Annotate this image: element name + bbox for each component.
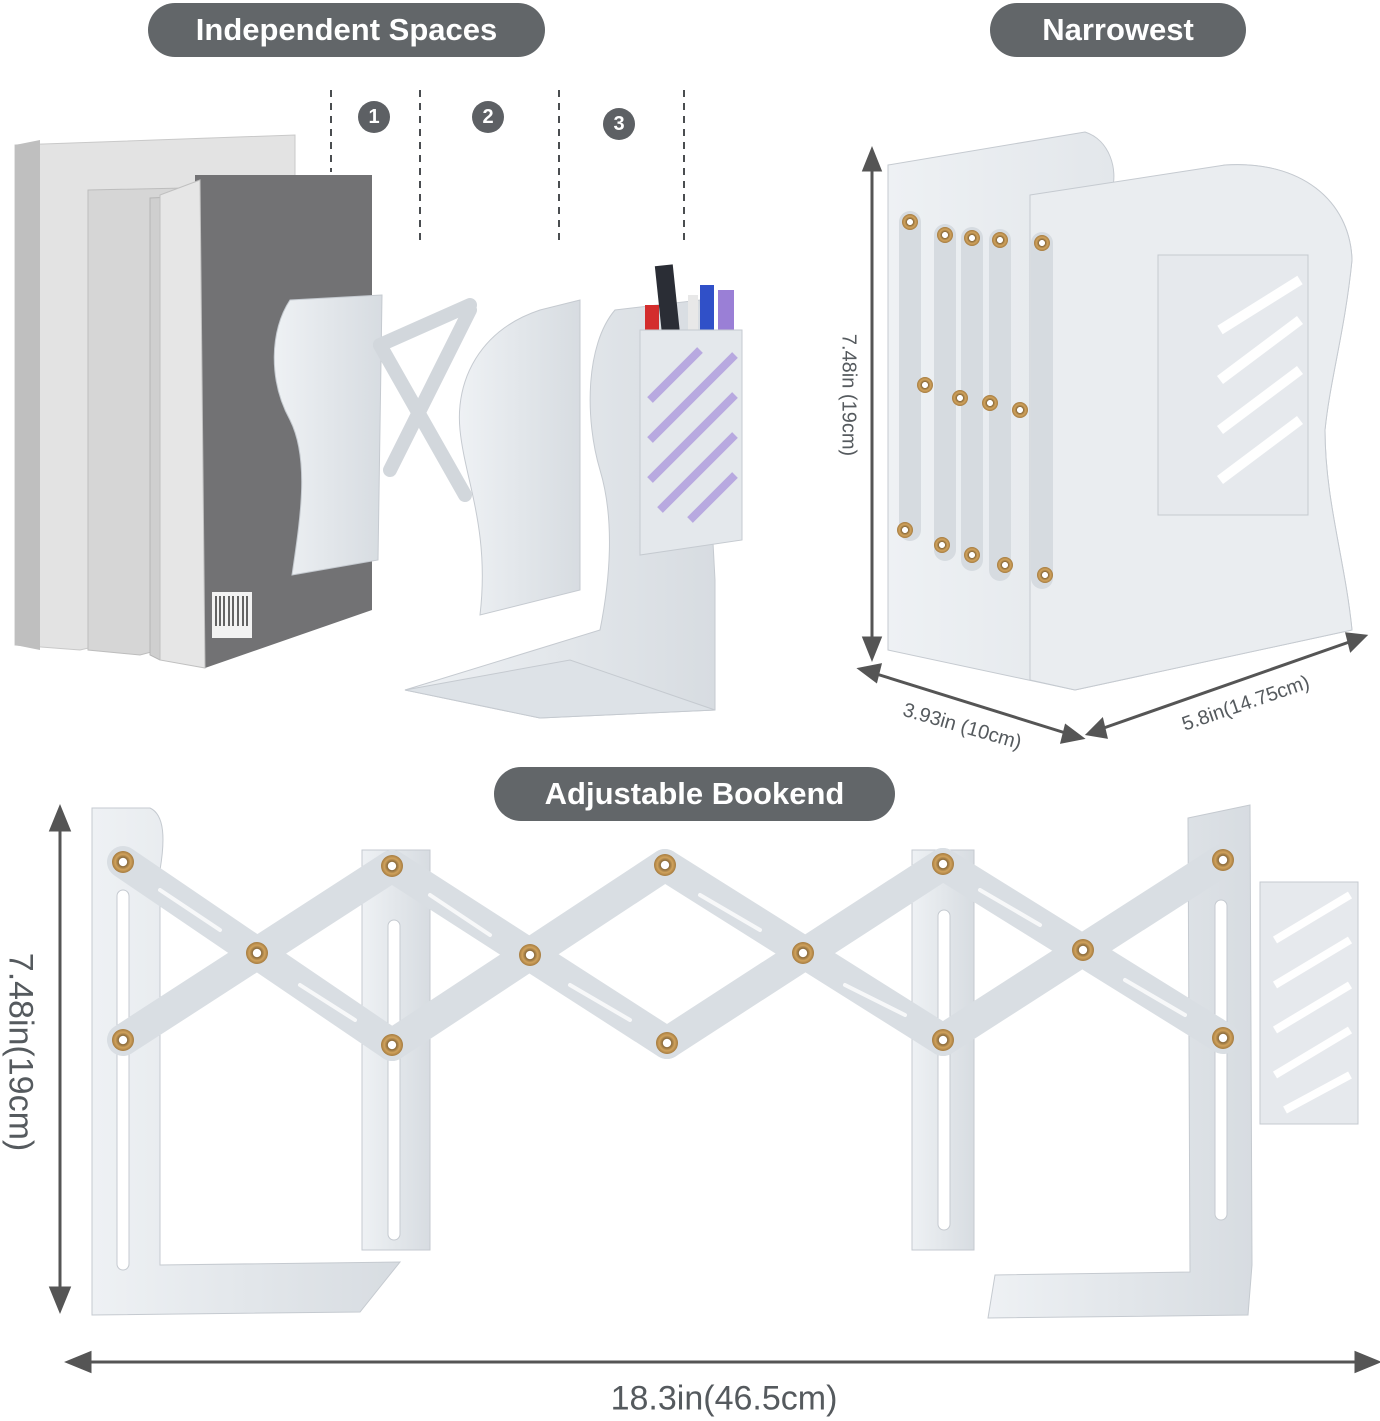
independent-spaces-label: Independent Spaces [148,3,545,57]
adjustable-rivets [112,849,1234,1056]
scissor-arms-small [373,298,477,502]
bookend-main [404,299,716,719]
compartment-number-1: 1 [358,101,390,133]
compartment-number-2: 2 [472,101,504,133]
scissor-arms-large [107,844,1239,1061]
narrowest-label: Narrowest [990,3,1246,57]
adjustable-width-label: 18.3in(46.5cm) [610,1379,838,1418]
narrowest-dimension-arrows [856,145,1369,744]
bookend-plate-left [273,294,383,576]
narrowest-rivets [897,214,1053,583]
adjustable-bookend-label: Adjustable Bookend [494,767,895,821]
compartment-dividers [330,90,685,245]
narrowest-height-label: 7.48in (19cm) [837,333,860,457]
adjustable-dimension-arrows [48,804,1380,1374]
compartment-number-3: 3 [603,108,635,140]
adjustable-height-label: 7.48in(19cm) [1,952,40,1152]
narrowest-bookend [887,131,1353,691]
bookend-plate-middle [458,299,581,616]
